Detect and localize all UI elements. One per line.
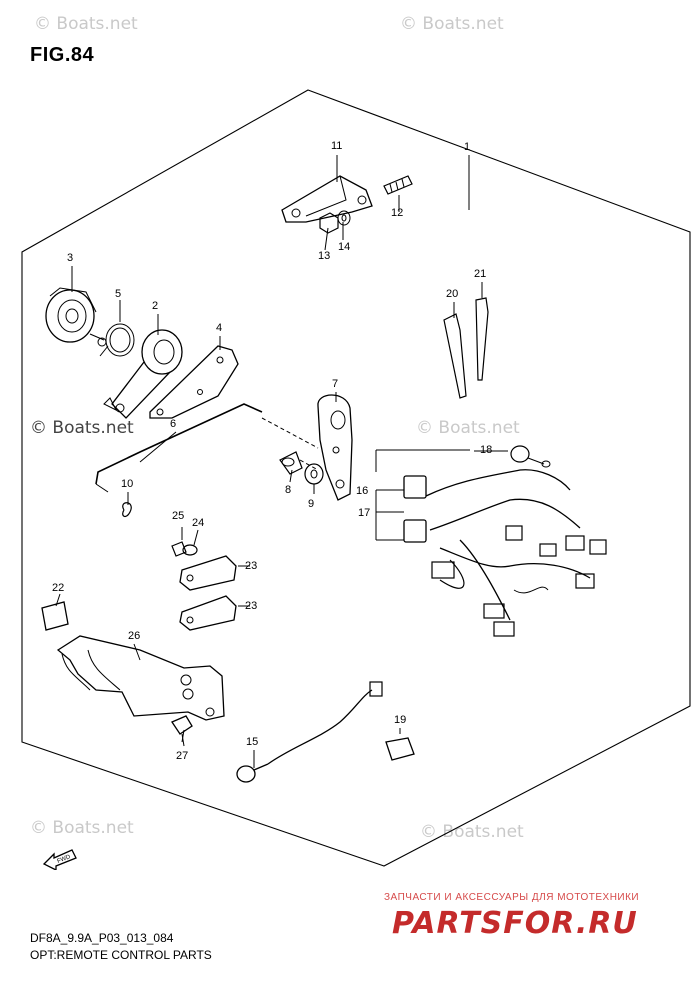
part-number: 23 (245, 600, 258, 612)
part-number: 2 (152, 300, 159, 312)
part-number: 7 (332, 378, 339, 390)
shop-logo: PARTSFOR.RU (392, 906, 638, 941)
part-number: 22 (52, 582, 65, 594)
watermark: © Boats.net (400, 14, 504, 34)
fwd-arrow-icon: FWD (42, 844, 82, 875)
part-number: 26 (128, 630, 141, 642)
part-number: 11 (331, 140, 343, 152)
part-number: 12 (391, 207, 404, 219)
part-number: 5 (115, 288, 122, 300)
kit-outline (21, 89, 691, 867)
part-number: 1 (464, 141, 471, 153)
watermark: © Boats.net (416, 418, 520, 438)
part-number: 3 (67, 252, 74, 264)
fwd-label: FWD (56, 854, 72, 865)
part-number: 24 (192, 517, 205, 529)
part-number: 9 (308, 498, 315, 510)
part-number: 13 (318, 250, 331, 262)
part-number: 10 (121, 478, 134, 490)
part-number: 21 (474, 268, 487, 280)
watermark: © Boats.net (30, 818, 134, 838)
watermark-main: © Boats.net (30, 418, 134, 438)
part-number: 19 (394, 714, 407, 726)
part-number: 23 (245, 560, 258, 572)
watermark: © Boats.net (420, 822, 524, 842)
part-number: 4 (216, 322, 223, 334)
part-number: 14 (338, 241, 351, 253)
part-number: 17 (358, 507, 371, 519)
part-number: 15 (246, 736, 259, 748)
diagram-caption: OPT:REMOTE CONTROL PARTS (30, 948, 212, 962)
part-number: 25 (172, 510, 185, 522)
part-number: 27 (176, 750, 189, 762)
part-number: 8 (285, 484, 292, 496)
part-number: 18 (480, 444, 493, 456)
diagram-code: DF8A_9.9A_P03_013_084 (30, 931, 174, 945)
figure-title: FIG.84 (30, 44, 95, 66)
part-number: 16 (356, 485, 369, 497)
watermark: © Boats.net (34, 14, 138, 34)
part-number: 6 (170, 418, 177, 430)
shop-tagline: ЗАПЧАСТИ И АКСЕССУАРЫ ДЛЯ МОТОТЕХНИКИ (384, 892, 640, 903)
part-number: 20 (446, 288, 459, 300)
